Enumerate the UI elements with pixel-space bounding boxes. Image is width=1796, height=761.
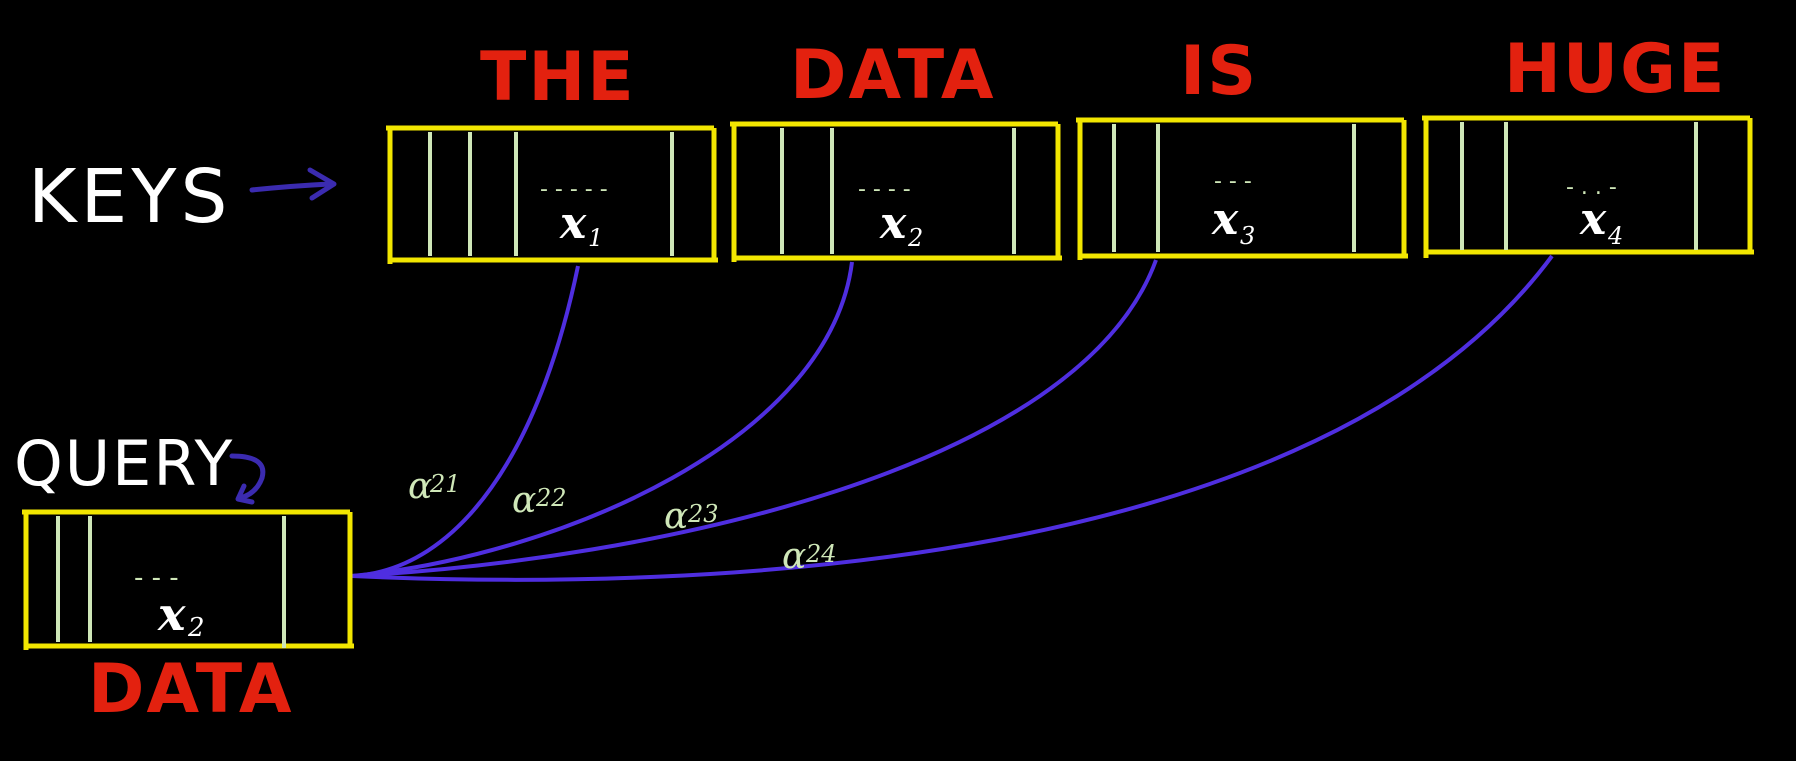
key-token-the: THE - - - - - x 1: [386, 38, 718, 264]
query-symbol: x: [157, 587, 186, 641]
key-vector-x2: - - - - x 2: [730, 121, 1062, 262]
key-word-data: DATA: [790, 36, 996, 115]
key-word-the: THE: [480, 38, 636, 117]
query-label: QUERY: [14, 427, 234, 500]
key-subscript-4: 4: [1607, 222, 1623, 250]
weight-alpha-24: α 24: [782, 536, 837, 577]
key-dots-2: - - - -: [858, 177, 911, 202]
query-dots: - - -: [134, 563, 179, 593]
keys-arrow: [249, 167, 337, 201]
key-subscript-1: 1: [588, 224, 603, 252]
curve-x3: [351, 259, 1158, 578]
svg-text:23: 23: [687, 500, 719, 528]
query-subscript: 2: [187, 613, 205, 643]
keys-label: KEYS: [28, 154, 231, 240]
key-word-is: IS: [1180, 32, 1258, 111]
weight-alpha-22: α 22: [512, 480, 567, 521]
svg-text:24: 24: [805, 540, 837, 568]
curve-x2: [351, 261, 854, 578]
key-symbol-1: x: [559, 198, 587, 249]
query-vector-x2: - - - x 2: [22, 509, 354, 650]
svg-text:21: 21: [429, 470, 461, 498]
svg-text:α: α: [664, 496, 688, 537]
curve-x1: [351, 265, 580, 578]
svg-text:α: α: [782, 536, 806, 577]
weight-alpha-21: α 21: [408, 466, 461, 507]
key-token-data: DATA - - - - x 2: [730, 36, 1062, 262]
key-vector-x1: - - - - - x 1: [386, 125, 718, 264]
key-subscript-3: 3: [1240, 222, 1255, 250]
svg-text:α: α: [408, 466, 432, 507]
key-dots-4: - . . -: [1566, 175, 1617, 200]
key-vector-x4: - . . - x 4: [1422, 115, 1754, 258]
key-symbol-3: x: [1211, 194, 1239, 245]
key-dots-1: - - - - -: [540, 177, 608, 202]
key-token-is: IS - - - x 3: [1076, 32, 1408, 260]
query-token-data: - - - x 2 DATA: [22, 509, 354, 729]
svg-text:α: α: [512, 480, 536, 521]
query-arrow: [229, 453, 266, 505]
key-subscript-2: 2: [907, 224, 923, 252]
key-symbol-4: x: [1579, 194, 1607, 245]
key-token-huge: HUGE - . . - x 4: [1422, 30, 1754, 258]
weight-alpha-23: α 23: [664, 496, 719, 537]
query-word-data: DATA: [88, 650, 294, 729]
curve-x4: [351, 254, 1554, 582]
svg-text:22: 22: [535, 484, 567, 512]
attention-curves: [351, 254, 1554, 582]
key-dots-3: - - -: [1214, 169, 1252, 194]
key-word-huge: HUGE: [1504, 30, 1726, 109]
key-vector-x3: - - - x 3: [1076, 117, 1408, 260]
key-symbol-2: x: [879, 198, 907, 249]
